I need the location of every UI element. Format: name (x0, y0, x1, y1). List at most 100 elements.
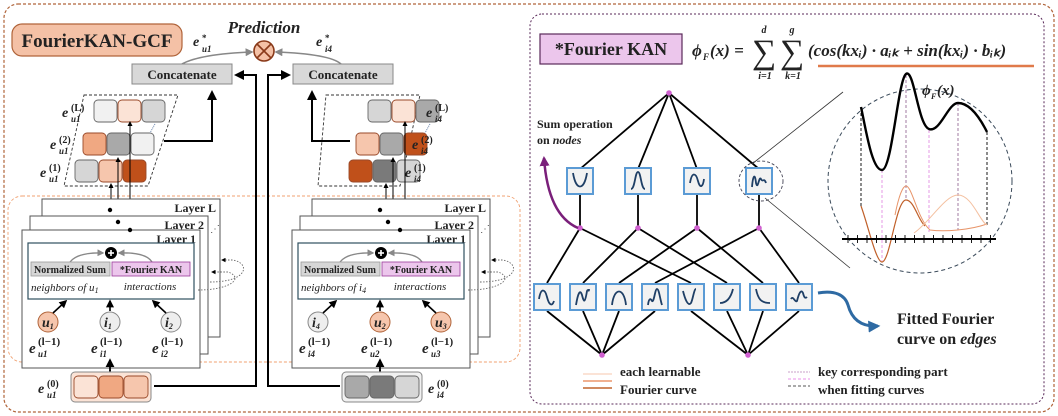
svg-text:e: e (428, 382, 434, 397)
svg-text:each learnable: each learnable (620, 364, 701, 379)
edge-function-box-lower (714, 284, 740, 310)
svg-text:*: * (202, 33, 207, 43)
fitted-curve-label-2: curve on edges (897, 331, 997, 348)
svg-text:*Fourier KAN: *Fourier KAN (555, 39, 667, 59)
item-initial-embedding-label: e(0)i4 (428, 379, 449, 400)
svg-text:u2: u2 (370, 349, 380, 359)
edge-function-box-lower (570, 284, 596, 310)
embedding-cell (345, 376, 369, 398)
product-operator-icon (254, 41, 274, 61)
svg-text:Layer L: Layer L (445, 201, 486, 215)
model-title: FourierKAN-GCF (22, 31, 173, 52)
svg-text:i4: i4 (421, 146, 429, 156)
svg-text:(1): (1) (414, 163, 426, 174)
junction-dot (108, 208, 112, 212)
item-layers-to-concat-arrow (312, 92, 350, 141)
svg-text:g: g (789, 25, 795, 36)
svg-text:(l−1): (l−1) (161, 336, 183, 348)
user-to-prediction-arrow (182, 52, 252, 64)
user-embedding-layer-1 (75, 160, 146, 182)
embedding-cell (123, 160, 146, 182)
svg-text:e: e (422, 341, 429, 357)
kan-node (666, 90, 672, 96)
svg-text:e: e (38, 382, 44, 397)
kan-node (756, 225, 762, 231)
legend-key-part: key corresponding part when fitting curv… (788, 364, 948, 397)
edge-function-box-upper (625, 168, 651, 194)
svg-text:u1: u1 (49, 174, 59, 184)
embedding-cell (142, 100, 165, 122)
svg-text:u1: u1 (202, 44, 212, 54)
svg-text:⋰: ⋰ (480, 224, 490, 235)
item-final-embedding-label: e * i4 (316, 33, 333, 54)
svg-text:i4: i4 (308, 349, 316, 359)
user-initial-embedding-label: e(0)u1 (38, 379, 59, 400)
embedding-cell (395, 376, 419, 398)
svg-text:u1: u1 (59, 146, 69, 156)
embedding-cell (370, 376, 394, 398)
svg-text:e: e (412, 138, 418, 153)
embedding-cell (368, 100, 391, 122)
svg-text:Concatenate: Concatenate (308, 67, 378, 82)
fitted-curve-label-1: Fitted Fourier (897, 311, 994, 328)
user-neighbor-node-i1: i1 (100, 312, 120, 332)
fourier-kan-box: *Fourier KAN (382, 262, 460, 276)
svg-text:i4: i4 (435, 114, 443, 124)
embedding-cell (107, 133, 130, 155)
svg-text:k=1: k=1 (785, 71, 801, 82)
svg-text:(0): (0) (437, 379, 449, 390)
fourier-kan-formula: ϕ F (x) = ∑ d i=1 ∑ g k=1 (cos(kxᵢ) · aᵢ… (692, 25, 1034, 82)
junction-dot (128, 228, 132, 232)
embedding-cell (118, 100, 141, 122)
edge-function-box-upper (567, 168, 593, 194)
item-concatenate-box: Concatenate (293, 64, 393, 84)
kan-node (694, 225, 700, 231)
user-layer-L-label: e(L)u1 (62, 103, 84, 124)
embedding-cell (131, 133, 154, 155)
svg-text:e: e (299, 341, 306, 357)
user-embedding-layer-L (94, 100, 165, 122)
user-final-embedding-label: e * u1 (193, 33, 212, 54)
item-layer-L-label: e(L)i4 (426, 103, 448, 124)
fourier-kan-title-badge: *Fourier KAN (540, 34, 682, 64)
svg-text:i2: i2 (161, 349, 169, 359)
svg-text:*Fourier KAN: *Fourier KAN (390, 265, 453, 276)
item-layer-2-label: e(2)i4 (412, 135, 433, 156)
normalized-sum-box: Normalized Sum (301, 262, 380, 276)
svg-text:(1): (1) (49, 163, 61, 174)
edge-function-box-lower (678, 284, 704, 310)
svg-text:(l−1): (l−1) (308, 336, 330, 348)
svg-text:i4: i4 (414, 174, 422, 184)
embedding-cell (392, 100, 415, 122)
junction-dot (398, 228, 402, 232)
svg-text:u1: u1 (38, 349, 48, 359)
svg-text:u1: u1 (71, 114, 81, 124)
svg-text:(l−1): (l−1) (38, 336, 60, 348)
zoom-connector-top (752, 92, 843, 164)
svg-text:(l−1): (l−1) (431, 336, 453, 348)
svg-text:u3: u3 (431, 349, 441, 359)
edge-function-box-lower (786, 284, 812, 310)
fourier-kan-box: *Fourier KAN (112, 262, 190, 276)
user-neighbors-label: neighbors of u1 (31, 282, 99, 295)
embedding-cell (99, 376, 123, 398)
svg-text:e: e (152, 341, 159, 357)
embedding-cell (380, 133, 403, 155)
svg-text:(0): (0) (47, 379, 59, 390)
normalized-sum-box: Normalized Sum (31, 262, 110, 276)
svg-text:u1: u1 (47, 390, 57, 400)
junction-dot (378, 208, 382, 212)
svg-text:e: e (193, 35, 199, 50)
user-layer-2-label: e(2)u1 (50, 135, 71, 156)
embedding-cell (124, 376, 148, 398)
embedding-cell (83, 133, 106, 155)
item-neighbors-label: neighbors of i4 (301, 282, 366, 295)
kan-node (599, 352, 605, 358)
svg-text:Layer L: Layer L (175, 201, 216, 215)
svg-text:ϕ: ϕ (692, 41, 702, 60)
embedding-cell (356, 133, 379, 155)
svg-text:(L): (L) (435, 103, 448, 114)
edge-function-box-lower (750, 284, 776, 310)
svg-text:(L): (L) (71, 103, 84, 114)
